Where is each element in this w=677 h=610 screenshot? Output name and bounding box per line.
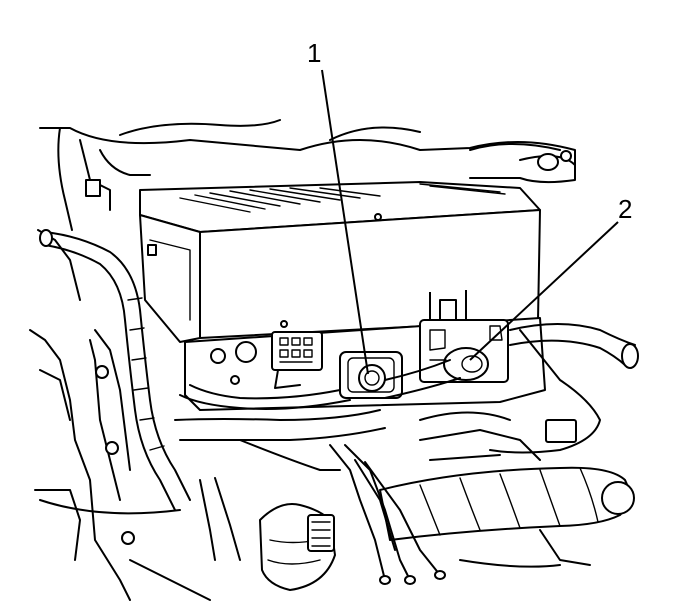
antenna-cable <box>179 359 461 410</box>
callout-1: 1 <box>307 38 321 68</box>
ground-connector <box>419 290 509 383</box>
bottom-wire-bundle <box>199 439 446 585</box>
antenna-connector <box>339 351 403 399</box>
callout-2: 2 <box>618 194 632 224</box>
dash-panel-background <box>39 119 576 231</box>
wrapped-harness-bottom <box>379 429 635 566</box>
left-structure <box>29 229 135 601</box>
right-wire-harness <box>489 323 639 454</box>
leader-line-1 <box>321 69 369 375</box>
multi-pin-connector <box>271 331 323 389</box>
leader-lines <box>321 69 619 375</box>
left-wire-harness <box>39 229 386 511</box>
hand <box>259 503 336 591</box>
leader-line-2 <box>469 221 619 361</box>
floor-details <box>39 411 561 601</box>
